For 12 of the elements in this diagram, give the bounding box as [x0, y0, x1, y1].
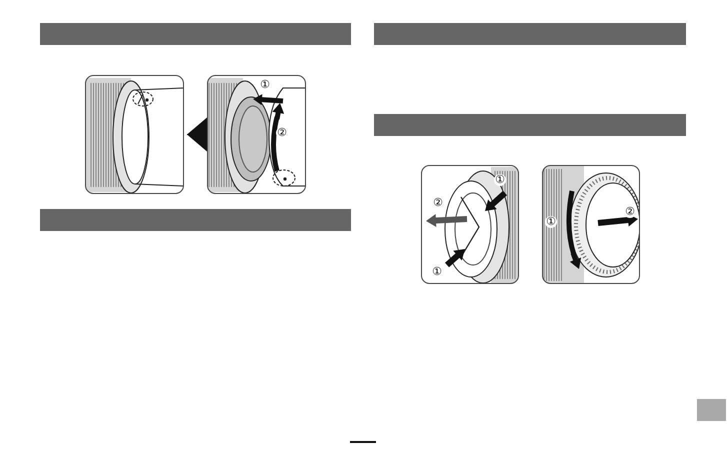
heading-bar [40, 23, 351, 45]
callout-number: ② [432, 197, 444, 209]
heading-bar [374, 23, 686, 45]
lens-hood-illustration [207, 75, 306, 194]
callout-number: ① [431, 266, 443, 278]
lens-illustration [85, 75, 184, 194]
heading-bar [40, 209, 351, 231]
rear-cap-illustration [542, 165, 640, 284]
callout-number: ① [259, 79, 271, 91]
arrow [186, 118, 208, 152]
heading-bar [374, 114, 686, 136]
lens-cap-illustration [421, 165, 519, 284]
